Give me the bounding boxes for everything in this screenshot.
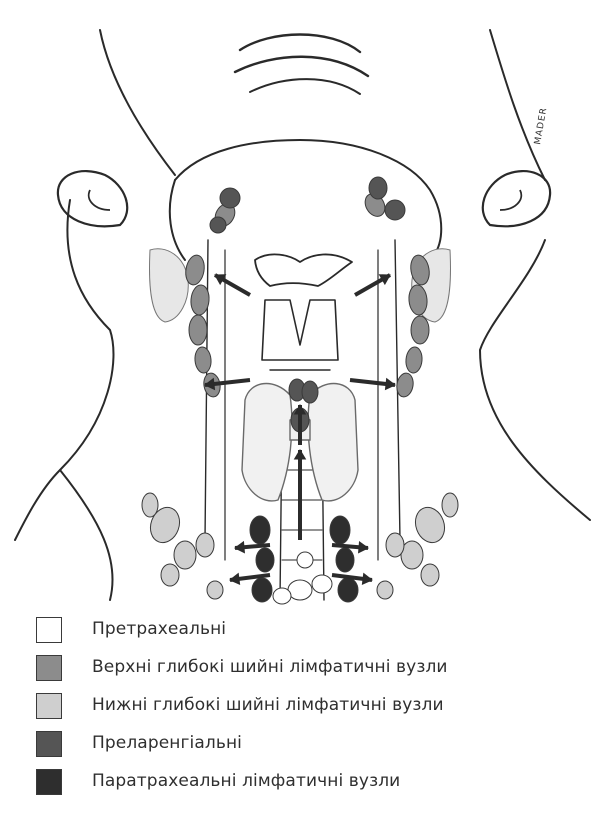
legend-label: Нижні глибокі шийні лімфатичні вузли bbox=[92, 695, 444, 715]
legend-label: Верхні глибокі шийні лімфатичні вузли bbox=[92, 657, 448, 677]
legend-item-paratracheal: Паратрахеальні лімфатичні вузли bbox=[36, 766, 576, 804]
left-shoulder bbox=[60, 470, 113, 600]
drainage-arrow-head bbox=[385, 379, 395, 390]
lymph-node bbox=[161, 564, 179, 586]
legend-swatch bbox=[36, 617, 62, 643]
lymph-node bbox=[330, 516, 350, 544]
artist-signature: MADER bbox=[533, 107, 549, 146]
lymph-node bbox=[312, 575, 332, 593]
lymph-node bbox=[142, 493, 158, 517]
legend-swatch bbox=[36, 693, 62, 719]
neck-illustration: MADER bbox=[0, 0, 600, 610]
lymph-node bbox=[369, 177, 387, 199]
lymph-node bbox=[196, 533, 214, 557]
drainage-arrow-head bbox=[235, 542, 244, 553]
lymph-node bbox=[338, 578, 358, 602]
legend-item-pretracheal: Претрахеальні bbox=[36, 614, 576, 652]
legend-swatch bbox=[36, 769, 62, 795]
lymph-node bbox=[288, 580, 312, 600]
lymph-node bbox=[250, 516, 270, 544]
legend-swatch bbox=[36, 655, 62, 681]
legend-item-prelaryngeal: Преларенгіальні bbox=[36, 728, 576, 766]
drainage-arrow-head bbox=[295, 450, 306, 459]
legend-swatch bbox=[36, 731, 62, 757]
lymph-node bbox=[421, 564, 439, 586]
lymph-node bbox=[385, 200, 405, 220]
lymph-node bbox=[297, 552, 313, 568]
lymph-node bbox=[336, 548, 354, 572]
drainage-arrow-head bbox=[230, 574, 240, 585]
legend-label: Претрахеальні bbox=[92, 619, 226, 639]
lymph-node bbox=[256, 548, 274, 572]
parotid-left bbox=[150, 249, 189, 322]
right-neck-outline-lower bbox=[480, 240, 590, 520]
drainage-arrow-head bbox=[362, 574, 372, 585]
ear-right bbox=[483, 171, 550, 226]
lymph-node bbox=[194, 346, 212, 373]
legend-label: Преларенгіальні bbox=[92, 733, 242, 753]
lymph-node bbox=[220, 188, 240, 208]
legend-item-upper-deep-cervical: Верхні глибокі шийні лімфатичні вузли bbox=[36, 652, 576, 690]
lymph-node bbox=[189, 315, 207, 345]
drainage-arrow-head bbox=[359, 542, 368, 553]
lymph-node bbox=[405, 346, 423, 373]
jaw-outline bbox=[175, 140, 441, 260]
legend-label: Паратрахеальні лімфатичні вузли bbox=[92, 771, 400, 791]
lymph-node bbox=[386, 533, 404, 557]
lymph-node bbox=[207, 581, 223, 599]
lymph-node bbox=[411, 316, 429, 344]
lymph-node bbox=[210, 217, 226, 233]
lymph-node bbox=[252, 578, 272, 602]
right-neck-outline bbox=[490, 30, 545, 180]
legend-item-lower-deep-cervical: Нижні глибокі шийні лімфатичні вузли bbox=[36, 690, 576, 728]
lymph-node bbox=[174, 541, 196, 569]
lymph-node bbox=[442, 493, 458, 517]
left-neck-outline-lower bbox=[15, 200, 113, 540]
lymph-node bbox=[273, 588, 291, 604]
lymph-node bbox=[377, 581, 393, 599]
legend: Претрахеальні Верхні глибокі шийні лімфа… bbox=[36, 614, 576, 804]
lymph-node bbox=[302, 381, 318, 403]
left-neck-outline bbox=[100, 30, 175, 175]
jaw-outline-left bbox=[170, 180, 185, 260]
hyoid-outline bbox=[255, 254, 352, 286]
